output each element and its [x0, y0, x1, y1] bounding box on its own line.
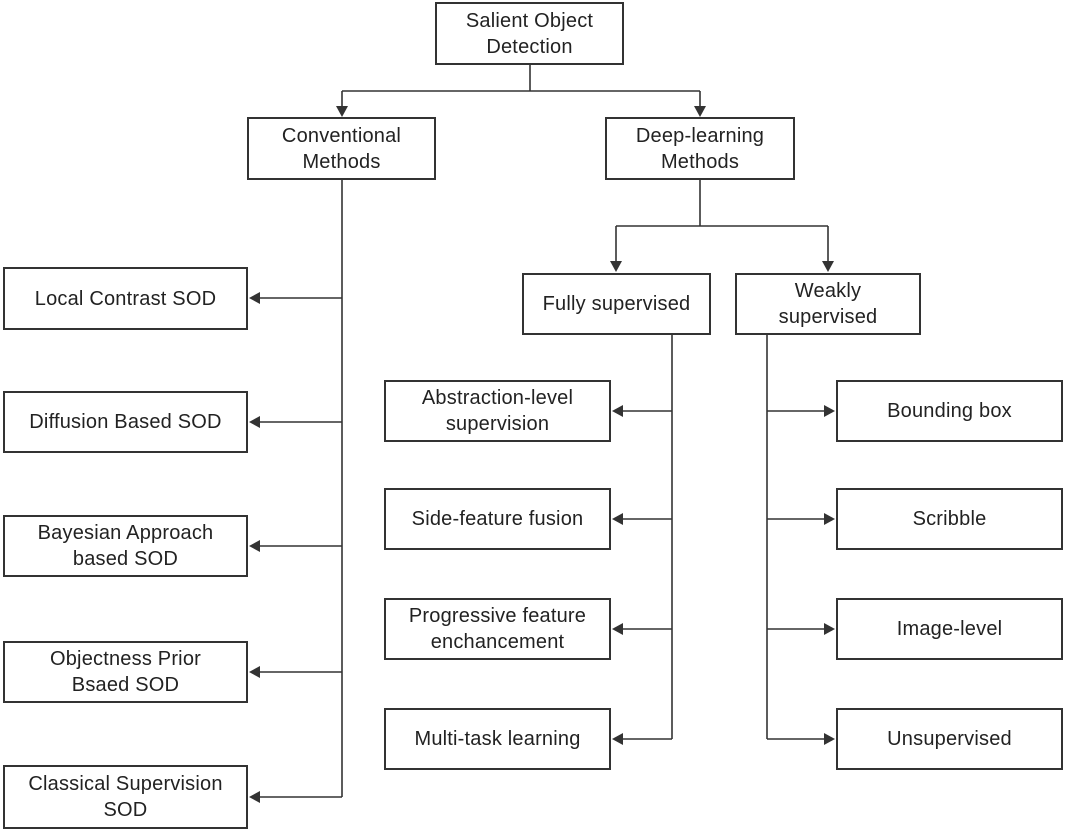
node-label: Image-level [896, 618, 1003, 640]
node-label: Local Contrast SOD [34, 287, 217, 310]
arrowhead-diffusion [249, 416, 260, 428]
node-label: Multi-task learning [414, 728, 581, 750]
node-bounding-box: Bounding box [836, 380, 1063, 442]
arrowhead-deep [694, 106, 706, 117]
arrowhead-unsupervised [824, 733, 835, 745]
arrowhead-objectness [249, 666, 260, 678]
node-progressive-feature-enhancement: Progressive feature enchancement [384, 598, 611, 660]
node-label: Weakly supervised [778, 280, 878, 328]
arrowhead-image-level [824, 623, 835, 635]
node-label: Diffusion Based SOD [29, 411, 222, 433]
arrowhead-classical [249, 791, 260, 803]
node-label: Abstraction-level supervision [421, 387, 574, 435]
arrowhead-multitask [612, 733, 623, 745]
node-label: Salient Object Detection [465, 9, 594, 58]
arrowhead-local-contrast [249, 292, 260, 304]
arrowhead-abstraction [612, 405, 623, 417]
node-multi-task-learning: Multi-task learning [384, 708, 611, 770]
node-label: Unsupervised [887, 728, 1012, 750]
node-label: Progressive feature enchancement [408, 605, 587, 653]
node-side-feature-fusion: Side-feature fusion [384, 488, 611, 550]
arrowhead-fully [610, 261, 622, 272]
node-scribble: Scribble [836, 488, 1063, 550]
node-label: Side-feature fusion [411, 508, 584, 530]
arrowhead-bounding-box [824, 405, 835, 417]
arrowhead-progressive [612, 623, 623, 635]
arrowhead-bayesian [249, 540, 260, 552]
node-objectness-prior-sod: Objectness Prior Bsaed SOD [3, 641, 248, 703]
arrowhead-side-feature [612, 513, 623, 525]
node-classical-supervision-sod: Classical Supervision SOD [3, 765, 248, 829]
arrowhead-weakly [822, 261, 834, 272]
node-label: Objectness Prior Bsaed SOD [49, 648, 202, 696]
node-diffusion-based-sod: Diffusion Based SOD [3, 391, 248, 453]
node-label: Bayesian Approach based SOD [37, 522, 214, 570]
node-weakly-supervised: Weakly supervised [735, 273, 921, 335]
node-abstraction-level-supervision: Abstraction-level supervision [384, 380, 611, 442]
node-label: Deep-learning Methods [635, 124, 765, 173]
arrowhead-scribble [824, 513, 835, 525]
node-fully-supervised: Fully supervised [522, 273, 711, 335]
node-label: Fully supervised [542, 293, 691, 315]
node-salient-object-detection: Salient Object Detection [435, 2, 624, 65]
node-label: Classical Supervision SOD [28, 773, 223, 821]
node-label: Bounding box [887, 400, 1012, 422]
arrowhead-conventional [336, 106, 348, 117]
node-local-contrast-sod: Local Contrast SOD [3, 267, 248, 330]
node-label: Scribble [912, 508, 987, 530]
node-deep-learning-methods: Deep-learning Methods [605, 117, 795, 180]
node-label: Conventional Methods [281, 124, 402, 173]
node-image-level: Image-level [836, 598, 1063, 660]
node-bayesian-approach-sod: Bayesian Approach based SOD [3, 515, 248, 577]
node-conventional-methods: Conventional Methods [247, 117, 436, 180]
node-unsupervised: Unsupervised [836, 708, 1063, 770]
